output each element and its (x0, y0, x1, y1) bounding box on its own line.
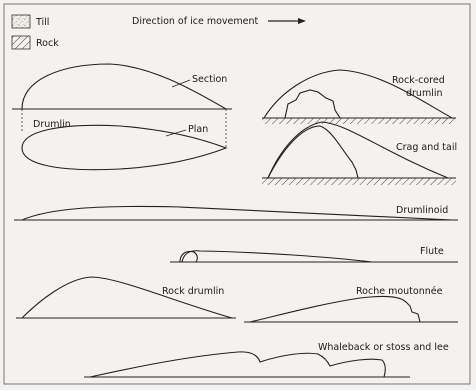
rock-drumlin-label: Rock drumlin (162, 286, 224, 297)
legend-till-label: Till (35, 17, 49, 28)
flute-label: Flute (420, 246, 444, 257)
section-label: Section (192, 74, 227, 85)
whaleback-label: Whaleback or stoss and lee (318, 342, 449, 353)
legend-till-swatch (12, 15, 30, 28)
roche-moutonnee-label: Roche moutonnée (356, 286, 443, 297)
drumlinoid-label: Drumlinoid (396, 205, 448, 216)
rock-cored-label-line2: drumlin (406, 88, 443, 99)
rock-cored-label: Rock-cored (392, 75, 445, 86)
legend-rock-swatch (12, 36, 30, 49)
legend-rock-label: Rock (36, 38, 59, 49)
figure-frame (4, 4, 470, 384)
direction-label: Direction of ice movement (132, 16, 258, 27)
plan-label: Plan (188, 124, 208, 135)
crag-tail-label: Crag and tail (396, 142, 457, 153)
